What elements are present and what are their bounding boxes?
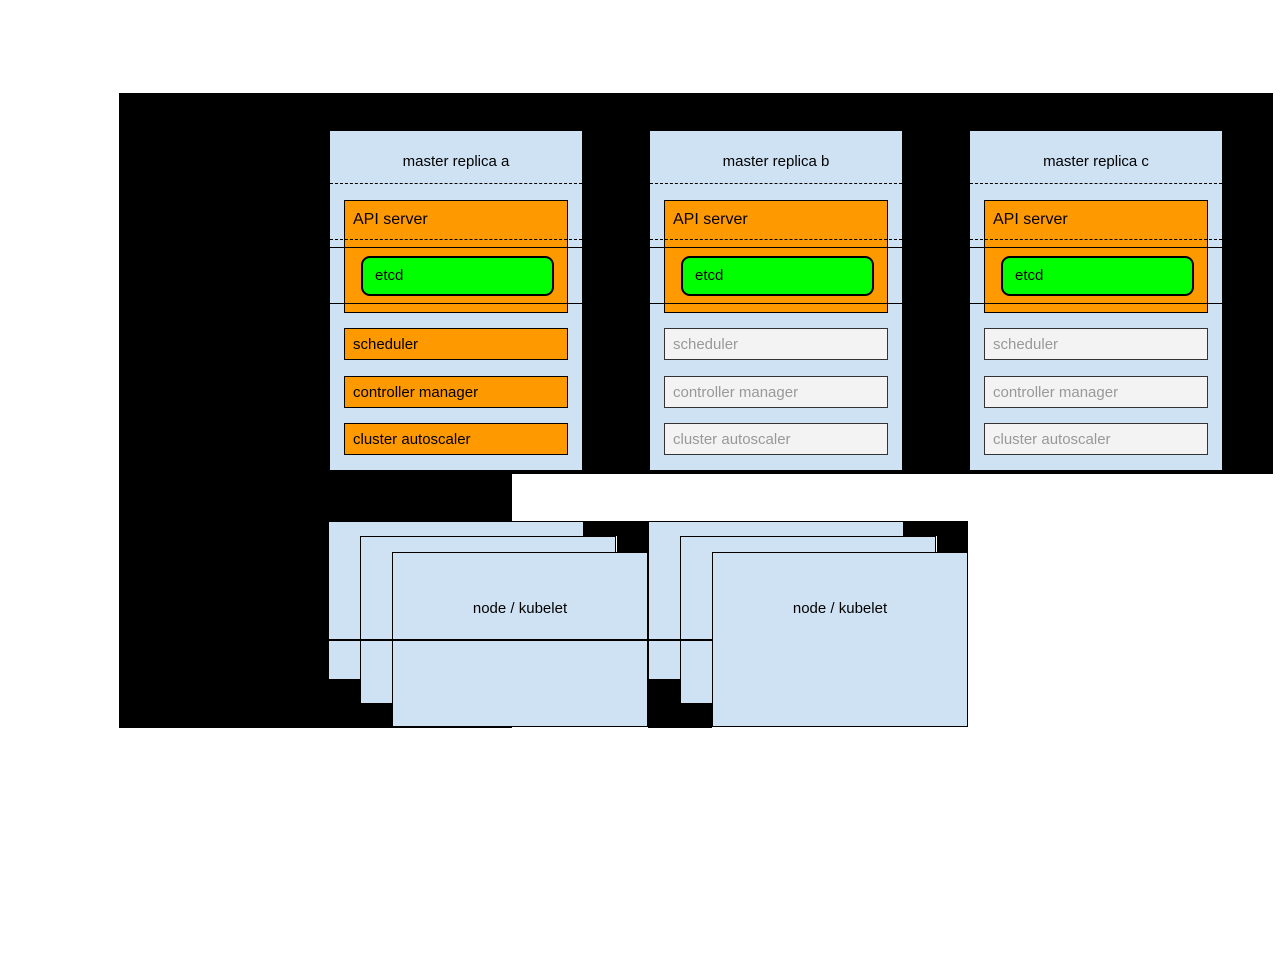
etcd-label: etcd (1015, 267, 1044, 284)
etcd-label: etcd (375, 267, 404, 284)
separator-solid-line (330, 247, 582, 248)
background-black-region (584, 521, 648, 536)
separator-solid-line (970, 247, 1222, 248)
master-replica-title: master replica c (1043, 153, 1149, 170)
controller-manager-box: controller manager (344, 376, 568, 408)
master-replica-b-panel: master replica b API server etcd schedul… (649, 130, 903, 471)
api-server-box: API server etcd (664, 200, 888, 313)
etcd-box: etcd (1001, 256, 1194, 296)
etcd-label: etcd (695, 267, 724, 284)
separator-solid-line (650, 303, 902, 304)
api-server-label: API server (353, 211, 428, 228)
separator-dashed-line (650, 239, 902, 240)
background-black-region (617, 536, 648, 552)
scheduler-box: scheduler (344, 328, 568, 360)
background-black-region (680, 704, 712, 728)
cluster-autoscaler-box: cluster autoscaler (984, 423, 1208, 455)
controller-manager-box: controller manager (984, 376, 1208, 408)
api-server-box: API server etcd (344, 200, 568, 313)
separator-solid-line (970, 303, 1222, 304)
separator-solid-line (650, 247, 902, 248)
scheduler-box: scheduler (664, 328, 888, 360)
master-replica-c-panel: master replica c API server etcd schedul… (969, 130, 1223, 471)
separator-solid-line (330, 303, 582, 304)
node-kubelet-box: node / kubelet (712, 552, 968, 727)
background-black-region (648, 680, 680, 728)
controller-manager-box: controller manager (664, 376, 888, 408)
master-replica-title: master replica b (722, 153, 830, 170)
separator-dashed-line (970, 183, 1222, 184)
api-server-box: API server etcd (984, 200, 1208, 313)
scheduler-box: scheduler (984, 328, 1208, 360)
master-replica-title: master replica a (402, 153, 510, 170)
separator-dashed-line (650, 183, 902, 184)
node-kubelet-label: node / kubelet (472, 600, 568, 617)
node-kubelet-label: node / kubelet (792, 600, 888, 617)
separator-dashed-line (330, 183, 582, 184)
cluster-autoscaler-box: cluster autoscaler (344, 423, 568, 455)
background-black-region (904, 521, 968, 536)
etcd-box: etcd (681, 256, 874, 296)
background-black-region (937, 536, 968, 552)
master-replica-a-panel: master replica a API server etcd schedul… (329, 130, 583, 471)
etcd-box: etcd (361, 256, 554, 296)
connector-line (119, 639, 712, 641)
cluster-autoscaler-box: cluster autoscaler (664, 423, 888, 455)
api-server-label: API server (673, 211, 748, 228)
separator-dashed-line (970, 239, 1222, 240)
api-server-label: API server (993, 211, 1068, 228)
separator-dashed-line (330, 239, 582, 240)
